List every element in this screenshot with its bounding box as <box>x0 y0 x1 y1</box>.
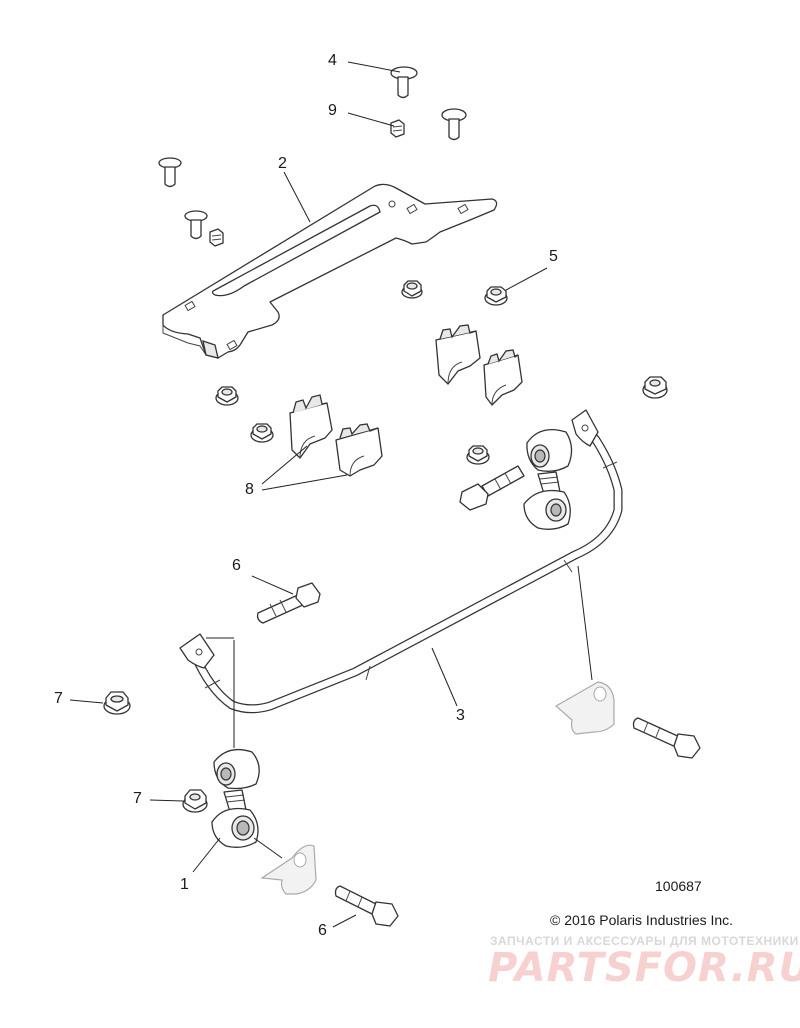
flange-nut-5b <box>401 280 423 299</box>
watermark-tagline: ЗАПЧАСТИ И АКСЕССУАРЫ ДЛЯ МОТОТЕХНИКИ <box>490 934 799 948</box>
push-rivet-4a <box>390 66 418 99</box>
bushing-8a <box>289 394 333 459</box>
clip-9a <box>390 119 405 138</box>
frame-bracket-right <box>554 681 615 735</box>
bushing-right-b <box>483 349 523 406</box>
bolt-mid <box>459 465 525 511</box>
callout-7-lower: 7 <box>133 790 142 807</box>
callout-7-upper: 7 <box>54 690 63 707</box>
sway-bar-3 <box>179 409 623 714</box>
flange-nut-7b <box>182 789 208 813</box>
callout-8: 8 <box>245 481 254 498</box>
frame-bracket-left <box>260 844 317 895</box>
leader-lines <box>69 61 548 928</box>
callout-1: 1 <box>180 876 189 893</box>
push-rivet-left-1 <box>158 157 182 188</box>
push-rivet-left-2 <box>184 210 208 240</box>
flange-nut-left-b <box>250 423 274 443</box>
bolt-6-upper <box>256 582 321 624</box>
callout-9: 9 <box>328 102 337 119</box>
flange-nut-mid <box>466 445 490 465</box>
copyright-notice: © 2016 Polaris Industries Inc. <box>550 912 734 928</box>
end-link-upper <box>523 429 573 530</box>
bushing-8b <box>335 423 383 477</box>
diagram-id: 100687 <box>655 878 702 894</box>
clip-9b <box>209 228 224 247</box>
end-link-1-lower <box>206 637 260 848</box>
mounting-bracket-2 <box>162 183 498 359</box>
callout-3: 3 <box>456 707 465 724</box>
bushing-right-a <box>435 324 481 385</box>
flange-nut-5a <box>484 286 508 306</box>
flange-nut-left-a <box>215 386 239 406</box>
flange-nut-right <box>642 376 668 399</box>
callout-4: 4 <box>328 52 337 69</box>
bolt-right <box>632 717 701 759</box>
callout-5: 5 <box>549 248 558 265</box>
callout-6-upper: 6 <box>232 557 241 574</box>
bolt-6-lower <box>334 885 399 927</box>
push-rivet-4b <box>441 108 467 141</box>
watermark-logo: PARTSFOR.RU <box>488 945 800 991</box>
callout-6-lower: 6 <box>318 922 327 939</box>
flange-nut-7a <box>103 691 131 715</box>
callout-2: 2 <box>278 155 287 172</box>
